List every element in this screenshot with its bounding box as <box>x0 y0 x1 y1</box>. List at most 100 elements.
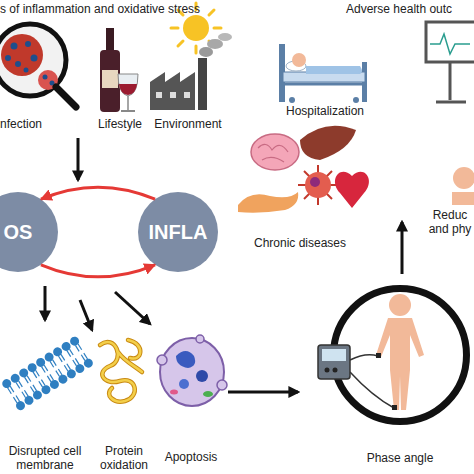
flow-arrows <box>80 300 92 330</box>
apoptosis-icon <box>196 335 204 343</box>
caption-label: Apoptosis <box>155 450 227 464</box>
caption-label: Environment <box>148 117 228 131</box>
virus-magnifier <box>1 34 43 76</box>
hospital-bed <box>279 44 367 103</box>
bia-device <box>318 345 350 379</box>
organs-icon <box>300 126 356 160</box>
apoptosis-icon <box>157 335 227 406</box>
node-outline <box>334 289 467 422</box>
membrane-icon <box>26 361 52 395</box>
monitor-device <box>449 62 452 100</box>
caption-label: Hospitalization <box>280 104 370 118</box>
node-text: INFLA <box>138 220 218 244</box>
caption-label: s of inflammation and oxidative stress <box>0 2 240 16</box>
wine-icon <box>119 84 137 95</box>
membrane-icon <box>1 377 27 411</box>
factory-icon <box>170 92 176 98</box>
flow-arrows <box>45 138 402 392</box>
apoptosis-icon <box>176 351 195 368</box>
flow-arrows <box>44 286 47 320</box>
factory-icon <box>218 33 232 41</box>
organs-icon <box>238 126 369 213</box>
wine-icon <box>106 28 114 52</box>
protein-icon <box>100 340 142 402</box>
apoptosis-icon <box>160 338 224 406</box>
factory-icon <box>198 58 207 110</box>
person-figure <box>389 294 411 316</box>
bia-device <box>376 353 381 358</box>
membrane-icon <box>1 335 95 412</box>
flow-arrows <box>401 222 404 274</box>
phase-angle-lens: Phase angle <box>330 285 470 425</box>
hospital-bed <box>292 53 306 67</box>
virus-magnifier <box>5 55 11 61</box>
sun-rays <box>195 46 198 53</box>
apoptosis-icon <box>196 370 208 382</box>
wine-icon <box>121 110 135 112</box>
flow-arrows <box>115 292 150 324</box>
organs-icon <box>251 134 299 170</box>
monitor-device <box>426 22 474 62</box>
feedback-arrow <box>41 187 155 199</box>
monitor-device <box>426 22 474 102</box>
virus-magnifier <box>0 24 76 107</box>
node-outline <box>330 285 470 425</box>
feedback-arrow <box>41 265 155 277</box>
bia-device <box>325 368 330 373</box>
wine-icon <box>100 50 120 112</box>
immune-cell <box>304 171 332 199</box>
person-partial <box>453 167 474 189</box>
virus-magnifier <box>31 55 38 62</box>
virus-magnifier <box>25 41 31 47</box>
factory-icon <box>199 47 213 57</box>
person-partial <box>452 192 474 205</box>
node-text: Phase angle <box>310 451 474 465</box>
apoptosis-icon <box>170 390 178 395</box>
organs-icon <box>305 172 331 198</box>
bia-device <box>350 355 378 360</box>
membrane-icon <box>60 340 86 374</box>
wine-icon <box>102 70 118 88</box>
membrane-icon <box>43 351 69 385</box>
wine-icon <box>127 96 129 110</box>
factory-icon <box>184 92 190 98</box>
sun-rays <box>171 27 178 30</box>
node-text: OS <box>0 220 58 244</box>
protein-icon <box>100 340 142 402</box>
factory-icon <box>150 72 195 110</box>
caption-label: nfection <box>0 117 50 131</box>
hospital-bed <box>283 83 365 86</box>
wine-icon <box>118 74 138 96</box>
factory-icon <box>150 33 232 110</box>
bia-device <box>392 405 397 410</box>
virus-magnifier <box>11 43 18 50</box>
caption-label: Protein oxidation <box>92 444 156 472</box>
sun-rays <box>209 10 214 15</box>
organs-icon <box>310 177 320 187</box>
sun-rays <box>178 41 183 46</box>
protein-icon <box>100 340 142 402</box>
cycle-circle: OS <box>0 192 58 272</box>
hospital-bed <box>353 97 359 103</box>
caption-label: Disrupted cell membrane <box>0 444 90 472</box>
person-partial <box>452 167 474 205</box>
bia-device <box>333 368 338 373</box>
caption-label: Adverse health outc <box>346 2 474 16</box>
organs-icon <box>258 144 288 162</box>
node-outline <box>138 192 218 272</box>
monitor-device <box>436 101 466 104</box>
apoptosis-icon <box>157 355 167 365</box>
person-figure <box>376 294 424 410</box>
organs-icon <box>238 192 298 213</box>
hospital-bed <box>306 66 362 74</box>
caption-label: Reduc and phy <box>428 208 472 236</box>
apoptosis-icon <box>217 380 227 390</box>
organs-icon <box>335 172 369 208</box>
virus-magnifier <box>56 87 76 107</box>
virus-magnifier <box>15 61 21 67</box>
